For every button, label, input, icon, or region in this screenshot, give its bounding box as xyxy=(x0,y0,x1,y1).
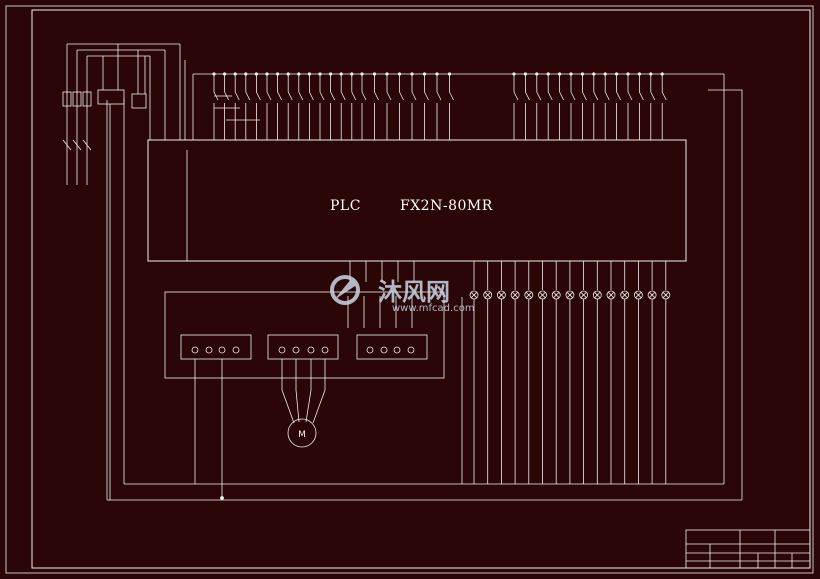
output-lamp xyxy=(634,261,643,484)
output-lamp xyxy=(524,261,534,484)
input-line xyxy=(318,72,325,140)
transformer-box xyxy=(131,93,147,109)
input-line xyxy=(660,72,667,140)
output-lamp-wiring xyxy=(347,261,671,484)
input-line xyxy=(254,72,261,140)
input-line xyxy=(557,72,564,140)
watermark-url: www.mfcad.com xyxy=(392,303,475,314)
watermark-logo-icon xyxy=(330,275,360,305)
input-line xyxy=(244,72,251,140)
motor-symbol xyxy=(287,418,317,448)
output-lamp xyxy=(469,261,479,484)
input-line xyxy=(637,72,644,140)
input-switch-wiring xyxy=(212,72,667,140)
input-line xyxy=(307,72,314,140)
output-lamp xyxy=(606,261,616,484)
input-line xyxy=(339,72,346,140)
input-line xyxy=(614,72,621,140)
output-lamp xyxy=(551,261,561,484)
input-line xyxy=(265,72,272,140)
input-line xyxy=(435,72,442,140)
input-line xyxy=(212,72,219,140)
output-lamp xyxy=(620,261,630,484)
output-lamp xyxy=(538,261,547,484)
input-line xyxy=(297,72,304,140)
title-block xyxy=(685,529,811,569)
input-line xyxy=(385,72,392,140)
module-terminals xyxy=(191,346,415,354)
input-line xyxy=(410,72,417,140)
input-line xyxy=(512,72,519,140)
plc-title: PLC xyxy=(330,198,361,214)
output-stub xyxy=(379,261,383,328)
watermark-logo-text: 沐风网 xyxy=(378,278,450,306)
mfcad-watermark: 沐风网 www.mfcad.com xyxy=(330,275,475,314)
signal-terminal-block xyxy=(356,334,428,360)
input-line xyxy=(603,72,610,140)
input-line xyxy=(350,72,357,140)
drive-module xyxy=(164,291,445,500)
input-line xyxy=(286,72,293,140)
input-line xyxy=(223,72,229,140)
output-lamp xyxy=(579,261,588,484)
input-line xyxy=(546,72,553,140)
plc-model: FX2N-80MR xyxy=(400,198,493,214)
input-line xyxy=(372,72,379,140)
input-line xyxy=(275,72,282,140)
power-supply-wiring xyxy=(62,43,743,501)
input-line xyxy=(580,72,587,140)
input-line xyxy=(592,72,599,140)
output-lamp xyxy=(496,261,506,484)
output-lamp xyxy=(661,261,671,484)
input-line xyxy=(422,72,429,140)
output-stub xyxy=(395,261,399,328)
input-line xyxy=(360,72,367,140)
output-stub xyxy=(363,261,367,328)
input-line xyxy=(626,72,633,140)
input-line xyxy=(328,72,335,140)
input-line xyxy=(649,72,656,140)
output-lamp xyxy=(510,261,520,484)
control-terminal-block xyxy=(180,334,252,360)
output-lamp xyxy=(592,261,602,484)
plc-body xyxy=(147,139,687,262)
output-lamp xyxy=(565,261,575,484)
input-line xyxy=(535,72,542,140)
input-line xyxy=(397,72,404,140)
input-line xyxy=(569,72,576,140)
power-module-box xyxy=(97,89,125,105)
outer-border xyxy=(5,5,814,574)
motor-terminal-block xyxy=(267,334,339,360)
input-line xyxy=(523,72,530,140)
output-stub xyxy=(347,261,351,328)
input-line xyxy=(233,72,240,140)
motor-label: M xyxy=(298,430,306,440)
output-stub xyxy=(411,261,415,328)
output-lamp xyxy=(647,261,657,484)
output-lamp xyxy=(483,261,493,484)
inner-border xyxy=(31,9,811,569)
input-line xyxy=(447,72,454,140)
